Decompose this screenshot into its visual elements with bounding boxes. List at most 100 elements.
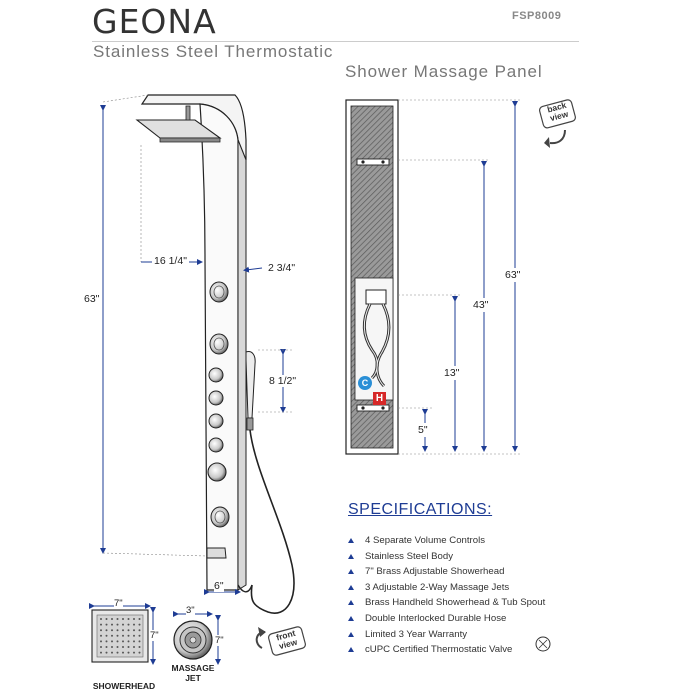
- nozzle-dot: [105, 634, 108, 637]
- nozzle-dot: [127, 623, 130, 626]
- nozzle-dot: [100, 618, 102, 620]
- dim-back-13: 13": [444, 366, 460, 380]
- showerhead-label: SHOWERHEAD: [92, 681, 156, 691]
- dim-width: 16 1/4": [152, 255, 189, 267]
- spec-item: 3 Adjustable 2-Way Massage Jets: [346, 582, 545, 598]
- volume-control-knobs: [207, 367, 227, 482]
- nozzle-dot: [133, 629, 135, 632]
- cupc-logo: [535, 636, 551, 652]
- nozzle-dot: [116, 618, 119, 620]
- nozzle-dot: [127, 618, 130, 620]
- nozzle-dot: [105, 651, 108, 654]
- cold-valve-label: C: [361, 378, 369, 388]
- dim-front-height: 63": [84, 293, 100, 305]
- nozzle-dot: [111, 634, 113, 637]
- nozzle-dot: [133, 634, 135, 637]
- bullet-icon: [348, 615, 354, 621]
- nozzle-dot: [116, 646, 119, 648]
- nozzle-dot: [111, 640, 113, 643]
- bullet-icon: [348, 569, 354, 575]
- bullet-icon: [348, 584, 354, 590]
- model-number: FSP8009: [512, 10, 562, 22]
- nozzle-dot: [122, 646, 124, 648]
- specifications-title: SPECIFICATIONS:: [348, 501, 493, 518]
- nozzle-dot: [122, 623, 124, 626]
- spec-item: cUPC Certified Thermostatic Valve: [346, 644, 545, 660]
- nozzle-dot: [100, 651, 102, 654]
- nozzle-dot: [105, 646, 108, 648]
- nozzle-dot: [100, 623, 102, 626]
- front-panel: [135, 94, 295, 614]
- nozzle-dot: [105, 629, 108, 632]
- nozzle-dot: [116, 629, 119, 632]
- nozzle-dot: [133, 618, 135, 620]
- spec-item: Brass Handheld Showerhead & Tub Spout: [346, 597, 545, 613]
- dim-depth: 2 3/4": [268, 262, 296, 274]
- massage-jets: [209, 281, 230, 528]
- massage-jet-detail: [173, 611, 221, 665]
- spec-item: Stainless Steel Body: [346, 551, 545, 567]
- nozzle-dot: [111, 629, 113, 632]
- spec-item: Limited 3 Year Warranty: [346, 629, 545, 645]
- dim-back-5: 5": [418, 423, 428, 437]
- nozzle-dot: [133, 640, 135, 643]
- spec-item: Double Interlocked Durable Hose: [346, 613, 545, 629]
- front-view-badge[interactable]: [255, 626, 307, 656]
- nozzle-dot: [133, 646, 135, 648]
- title-divider: [92, 41, 579, 42]
- back-view-badge[interactable]: [538, 99, 577, 148]
- shower-hose: [249, 429, 295, 614]
- nozzle-dot: [138, 640, 141, 643]
- nozzle-dot: [111, 646, 113, 648]
- massage-jet-label: MASSAGE JET: [168, 663, 218, 683]
- jet-width-label: 3": [186, 605, 195, 616]
- product-title: GEONA: [92, 2, 217, 41]
- dim-back-height: 63": [505, 268, 521, 282]
- massage-jet-label-line-2: JET: [185, 673, 201, 683]
- nozzle-dot: [100, 640, 102, 643]
- handheld-showerhead: [245, 351, 256, 419]
- showerhead-height-label: 7": [150, 630, 159, 641]
- front-dimensions: [100, 94, 292, 595]
- dim-back-43: 43": [473, 298, 489, 312]
- specifications-list: 4 Separate Volume Controls Stainless Ste…: [346, 535, 545, 660]
- nozzle-dot: [138, 618, 141, 620]
- bullet-icon: [348, 553, 354, 559]
- nozzle-dot: [105, 618, 108, 620]
- tub-spout: [206, 547, 227, 559]
- nozzle-dot: [127, 646, 130, 648]
- nozzle-dot: [111, 651, 113, 654]
- cold-valve-badge: C: [358, 376, 372, 390]
- bullet-icon: [348, 647, 354, 653]
- jet-height-label: 7": [215, 635, 224, 646]
- nozzle-dot: [122, 651, 124, 654]
- hot-valve-label: H: [375, 393, 384, 404]
- nozzle-dot: [138, 634, 141, 637]
- nozzle-dot: [116, 651, 119, 654]
- nozzle-dot: [116, 623, 119, 626]
- showerhead-detail: [89, 603, 156, 665]
- nozzle-dot: [122, 629, 124, 632]
- nozzle-dot: [100, 634, 102, 637]
- showerhead-nozzles: [100, 618, 141, 654]
- nozzle-dot: [138, 623, 141, 626]
- nozzle-dot: [100, 629, 102, 632]
- dim-handheld: 8 1/2": [268, 375, 298, 387]
- bullet-icon: [348, 600, 354, 606]
- bullet-icon: [348, 631, 354, 637]
- back-panel: [345, 99, 399, 455]
- nozzle-dot: [138, 629, 141, 632]
- showerhead-width-label: 7": [114, 598, 123, 609]
- nozzle-dot: [116, 634, 119, 637]
- dim-bottom-width: 6": [214, 580, 224, 592]
- nozzle-dot: [138, 651, 141, 654]
- hot-valve-badge: H: [373, 392, 386, 405]
- nozzle-dot: [133, 623, 135, 626]
- nozzle-dot: [133, 651, 135, 654]
- spec-item: 7" Brass Adjustable Showerhead: [346, 566, 545, 582]
- nozzle-dot: [122, 634, 124, 637]
- massage-jet-label-line-1: MASSAGE: [171, 663, 215, 673]
- bullet-icon: [348, 538, 354, 543]
- nozzle-dot: [127, 629, 130, 632]
